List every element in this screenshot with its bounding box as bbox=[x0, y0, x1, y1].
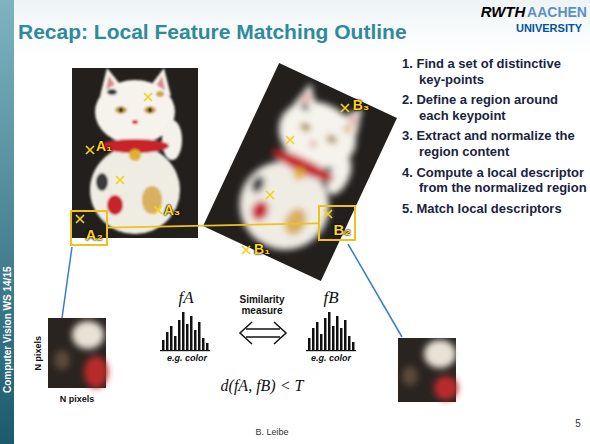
photo-frame bbox=[72, 68, 198, 238]
step-item: 3. Extract and normalize the region cont… bbox=[402, 128, 587, 159]
axis-note: e.g. color bbox=[311, 353, 351, 363]
dimension-label: N pixels bbox=[60, 394, 95, 404]
descriptor-name: fA bbox=[178, 288, 193, 308]
keypoint-label: B₂ bbox=[334, 222, 352, 239]
slide-title: Recap: Local Feature Matching Outline bbox=[18, 20, 407, 44]
step-item: 2. Define a region around each keypoint bbox=[402, 92, 587, 123]
step-item: 4. Compute a local descriptor from the n… bbox=[402, 165, 587, 196]
step-item: 5. Match local descriptors bbox=[402, 201, 587, 217]
sidebar-bar bbox=[0, 0, 14, 444]
leader-line bbox=[348, 244, 402, 337]
keypoint-label: B₁ bbox=[254, 241, 270, 257]
keypoint-crosses bbox=[76, 93, 349, 254]
keypoint-label: A₂ bbox=[86, 227, 104, 244]
author-footer: B. Leibe bbox=[255, 427, 288, 437]
histogram bbox=[160, 312, 210, 351]
keypoint-label: A₃ bbox=[164, 202, 181, 218]
keypoint-label: A₁ bbox=[96, 138, 112, 154]
rotated-cat-photo bbox=[203, 63, 397, 281]
leader-line bbox=[62, 247, 72, 318]
logo-text: RWTH bbox=[481, 3, 526, 20]
histogram bbox=[306, 312, 356, 351]
logo-text: AACHEN bbox=[527, 4, 587, 20]
course-label: Computer Vision WS 14/15 bbox=[1, 267, 13, 394]
keypoint-region: B₂ bbox=[318, 205, 356, 241]
logo-text: UNIVERSITY bbox=[516, 22, 582, 35]
keypoint-region: A₂ bbox=[70, 210, 108, 246]
step-item: 1. Find a set of distinctive key-points bbox=[402, 56, 587, 87]
similarity-label: Similarity measure bbox=[230, 294, 294, 317]
double-arrow bbox=[240, 322, 286, 344]
axis-note: e.g. color bbox=[167, 353, 207, 363]
normalized-patch bbox=[398, 338, 458, 402]
page-number: 5 bbox=[575, 418, 581, 430]
match-condition: d(fA, fB) < T bbox=[221, 377, 304, 395]
header-band bbox=[14, 0, 590, 54]
keypoint-label: B₃ bbox=[353, 97, 370, 113]
descriptor-name: fB bbox=[323, 288, 338, 308]
match-line bbox=[108, 223, 318, 227]
normalized-patch bbox=[48, 318, 108, 388]
dimension-label: N pixels bbox=[33, 336, 43, 371]
